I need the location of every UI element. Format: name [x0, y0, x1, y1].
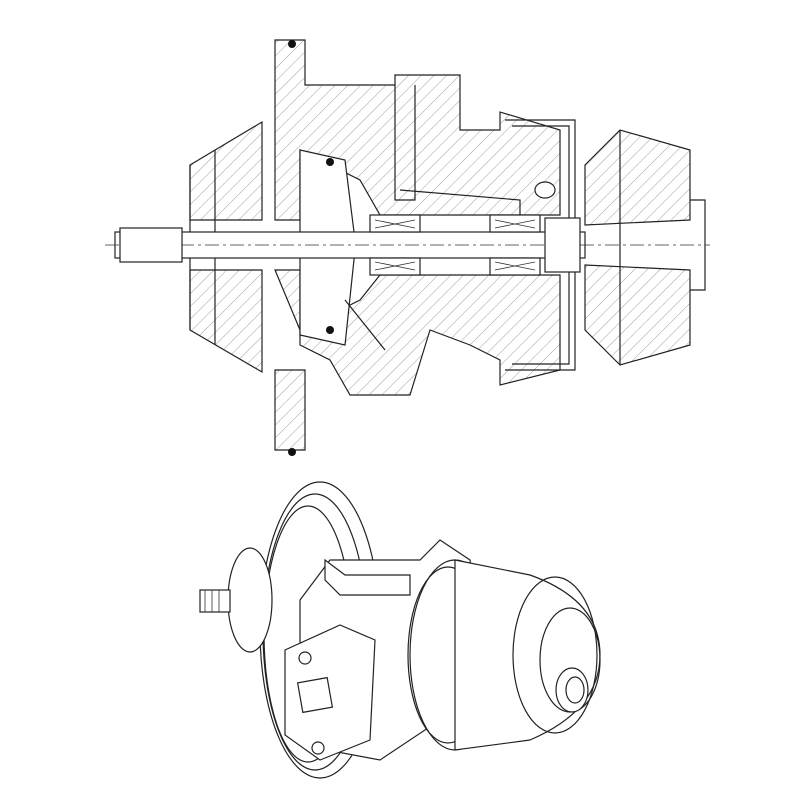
isometric-view [199, 481, 601, 779]
turbine-seal-hub [544, 217, 581, 273]
o-ring [288, 448, 296, 456]
turbine-backplate [454, 559, 601, 751]
bearing-housing-lower [274, 269, 561, 396]
journal-bearings [369, 214, 541, 276]
cross-section-view [105, 39, 710, 456]
turbine-hub [555, 667, 589, 713]
oil-inlet-flange [324, 558, 411, 596]
o-ring [288, 40, 296, 48]
shaft-nut [119, 227, 183, 263]
turbine-wheel [584, 129, 691, 366]
shaft-tip [199, 589, 231, 613]
